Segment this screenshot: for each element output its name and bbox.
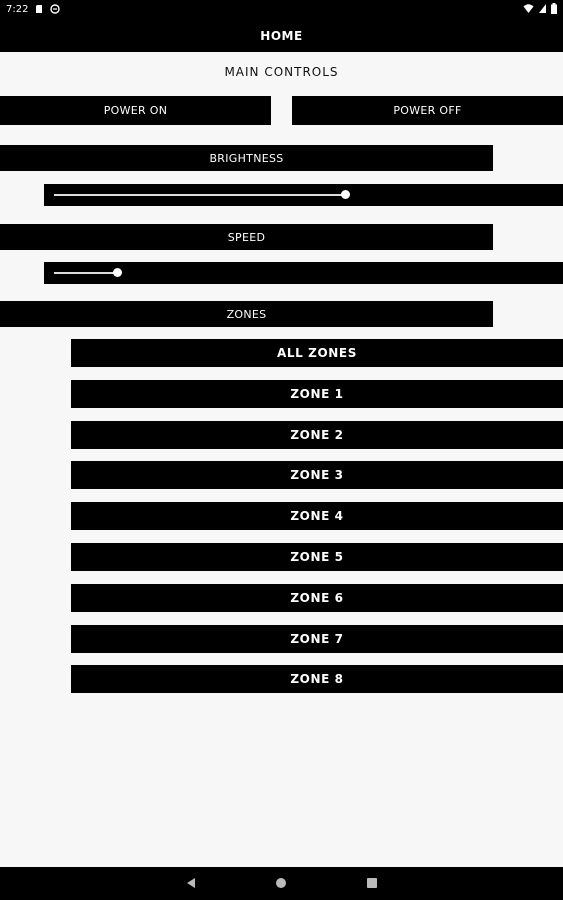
zone-3-button[interactable]: ZONE 3 bbox=[71, 461, 563, 489]
zone-label: ZONE 7 bbox=[290, 632, 344, 646]
status-time: 7:22 bbox=[6, 4, 29, 15]
speed-header: SPEED bbox=[0, 224, 493, 250]
brightness-thumb[interactable] bbox=[341, 190, 350, 199]
zone-7-button[interactable]: ZONE 7 bbox=[71, 625, 563, 653]
power-on-button[interactable]: POWER ON bbox=[0, 96, 271, 125]
page-title: HOME bbox=[260, 29, 303, 43]
zone-4-button[interactable]: ZONE 4 bbox=[71, 502, 563, 530]
zone-all-button[interactable]: ALL ZONES bbox=[71, 339, 563, 367]
zone-1-button[interactable]: ZONE 1 bbox=[71, 380, 563, 408]
zone-label: ZONE 6 bbox=[290, 591, 344, 605]
zones-header: ZONES bbox=[0, 301, 493, 327]
app-bar: HOME bbox=[0, 20, 563, 52]
home-icon[interactable] bbox=[275, 877, 287, 889]
zone-label: ZONE 2 bbox=[290, 428, 344, 442]
zone-2-button[interactable]: ZONE 2 bbox=[71, 421, 563, 449]
status-bar: 7:22 bbox=[0, 0, 563, 20]
zone-label: ZONE 8 bbox=[290, 672, 344, 686]
power-off-button[interactable]: POWER OFF bbox=[292, 96, 563, 125]
zone-label: ZONE 4 bbox=[290, 509, 344, 523]
recents-icon[interactable] bbox=[366, 877, 378, 889]
speed-track bbox=[54, 272, 117, 274]
back-icon[interactable] bbox=[185, 877, 197, 889]
zone-6-button[interactable]: ZONE 6 bbox=[71, 584, 563, 612]
sd-card-icon bbox=[36, 5, 42, 13]
zones-label: ZONES bbox=[226, 307, 267, 321]
speed-label: SPEED bbox=[227, 230, 266, 244]
wifi-icon bbox=[523, 4, 534, 13]
speed-slider[interactable] bbox=[44, 262, 563, 284]
brightness-header: BRIGHTNESS bbox=[0, 145, 493, 171]
sync-icon bbox=[50, 4, 60, 14]
brightness-slider[interactable] bbox=[44, 184, 563, 206]
zone-label: ZONE 5 bbox=[290, 550, 344, 564]
power-on-label: POWER ON bbox=[103, 104, 168, 117]
power-off-label: POWER OFF bbox=[393, 104, 462, 117]
brightness-label: BRIGHTNESS bbox=[209, 151, 284, 165]
navigation-bar bbox=[0, 867, 563, 900]
zone-5-button[interactable]: ZONE 5 bbox=[71, 543, 563, 571]
signal-icon bbox=[539, 4, 546, 13]
section-title: MAIN CONTROLS bbox=[224, 65, 339, 79]
zone-8-button[interactable]: ZONE 8 bbox=[71, 665, 563, 693]
battery-icon bbox=[551, 3, 557, 14]
zone-label: ZONE 3 bbox=[290, 468, 344, 482]
zone-label: ZONE 1 bbox=[290, 387, 344, 401]
zone-label: ALL ZONES bbox=[277, 346, 357, 360]
brightness-track bbox=[54, 194, 345, 196]
speed-thumb[interactable] bbox=[113, 268, 122, 277]
